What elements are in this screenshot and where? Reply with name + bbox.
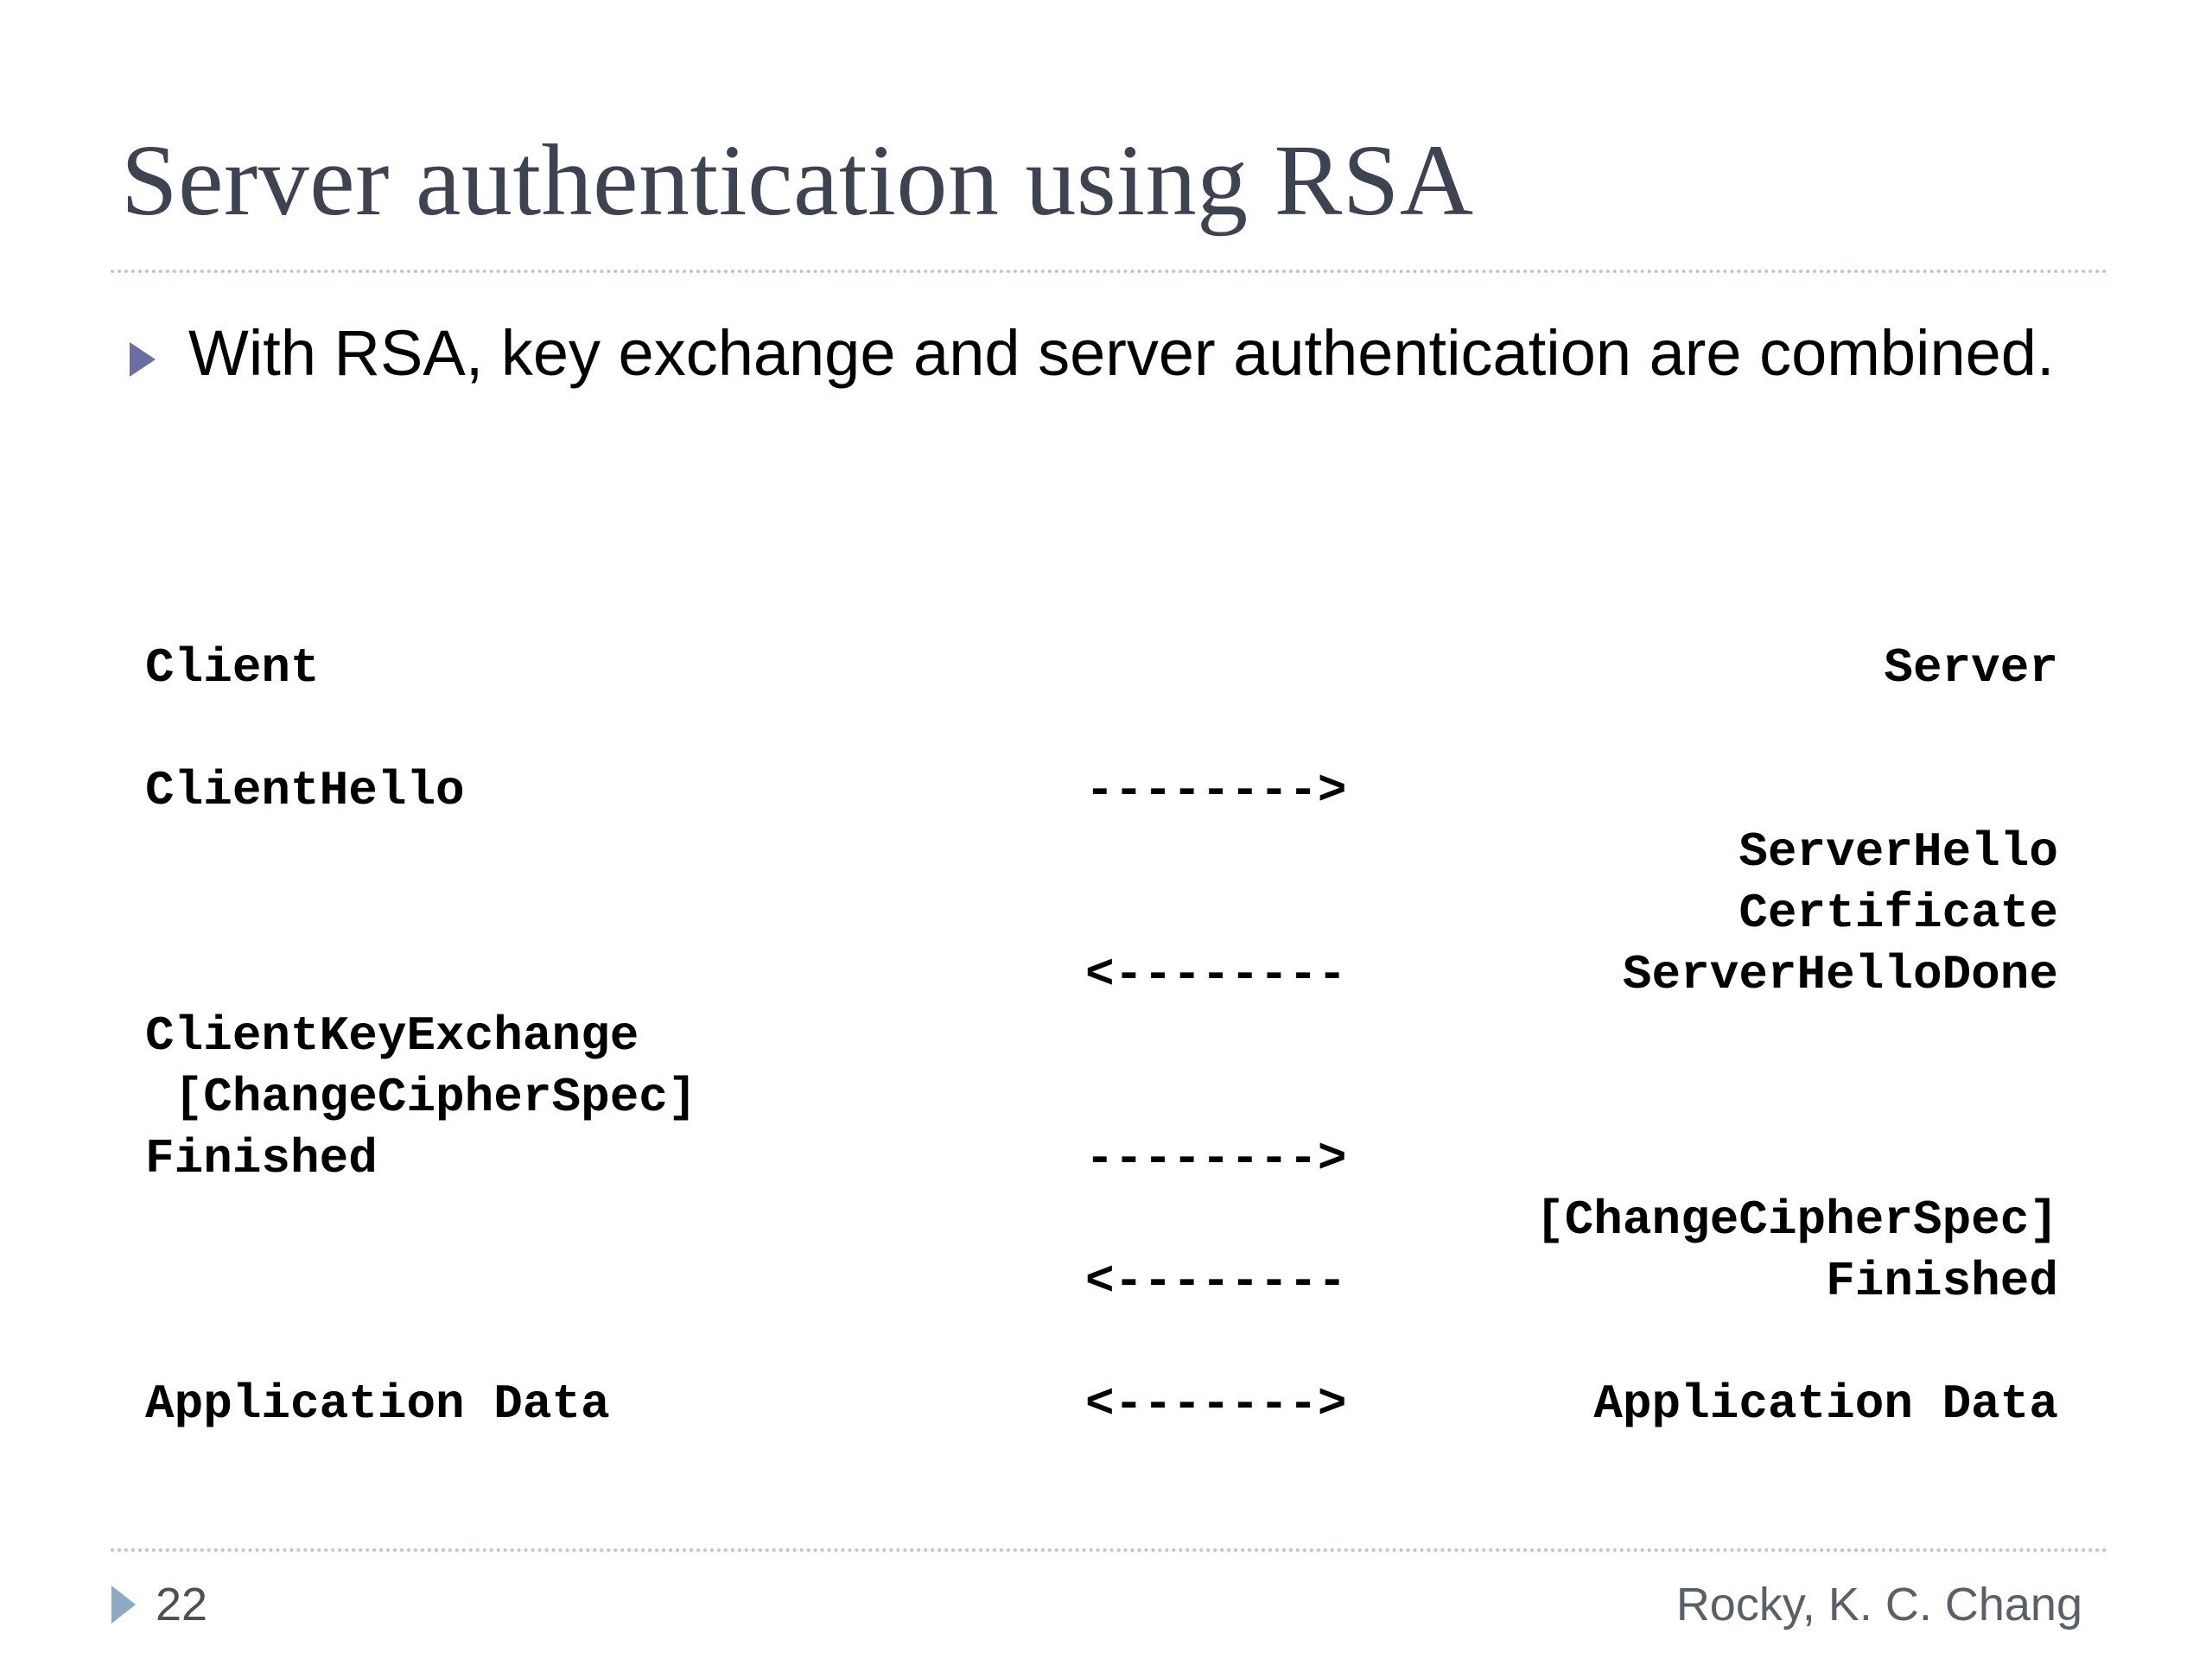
client-message: Application Data <box>145 1376 610 1432</box>
diagram-row: [ChangeCipherSpec] <box>145 1190 2058 1251</box>
server-message: Certificate <box>1738 886 2058 941</box>
server-message: Server <box>1884 640 2058 696</box>
client-message: ClientHello <box>145 763 465 818</box>
server-message: ServerHello <box>1738 824 2058 880</box>
bullet-list-item: With RSA, key exchange and server authen… <box>128 316 2055 391</box>
diagram-row: [ChangeCipherSpec] <box>145 1067 2058 1128</box>
message-arrow: <-------- <box>1085 947 1347 1002</box>
message-arrow: --------> <box>1085 763 1347 818</box>
slide-footer: 22 Rocky, K. C. Chang <box>111 1566 2108 1643</box>
diagram-row: Client Server <box>145 638 2058 699</box>
message-arrow: <-------> <box>1085 1376 1347 1432</box>
diagram-row: Finished --------> <box>145 1128 2058 1190</box>
diagram-row: ClientKeyExchange <box>145 1006 2058 1067</box>
server-message: ServerHelloDone <box>1622 947 2058 1002</box>
server-message: [ChangeCipherSpec] <box>1535 1192 2058 1248</box>
title-block: Server authentication using RSA <box>121 130 2100 259</box>
bullet-text: With RSA, key exchange and server authen… <box>188 317 2055 389</box>
diagram-row: <-------- ServerHelloDone <box>145 944 2058 1006</box>
message-arrow: --------> <box>1085 1131 1347 1186</box>
page-title: Server authentication using RSA <box>121 124 1474 237</box>
diagram-row: ClientHello --------> <box>145 760 2058 822</box>
diagram-row: <-------- Finished <box>145 1251 2058 1313</box>
client-message: [ChangeCipherSpec] <box>145 1070 697 1125</box>
diagram-row: ServerHello <box>145 822 2058 883</box>
client-message: Finished <box>145 1131 378 1186</box>
triangle-bullet-icon <box>111 1584 137 1625</box>
server-message: Finished <box>1826 1254 2058 1309</box>
title-divider <box>111 270 2108 273</box>
diagram-row: Application Data <-------> Application Dat… <box>145 1374 2058 1435</box>
triangle-bullet-icon <box>128 340 157 378</box>
client-message: Client <box>145 640 320 696</box>
diagram-row <box>145 1313 2058 1374</box>
diagram-row <box>145 699 2058 760</box>
footer-left-group: 22 <box>111 1578 207 1631</box>
footer-divider <box>111 1548 2108 1552</box>
message-arrow: <-------- <box>1085 1254 1347 1309</box>
page-number: 22 <box>156 1579 208 1630</box>
server-message: Application Data <box>1593 1376 2058 1432</box>
footer-author: Rocky, K. C. Chang <box>1675 1579 2082 1630</box>
diagram-row: Certificate <box>145 883 2058 944</box>
client-message: ClientKeyExchange <box>145 1008 639 1064</box>
